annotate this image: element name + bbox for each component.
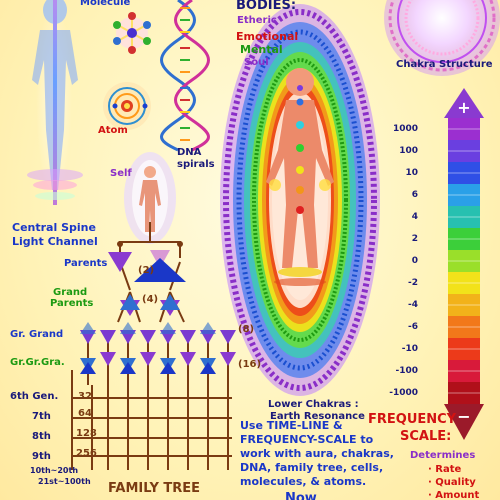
gen7-label: 7th	[32, 411, 51, 422]
instruction-line-4: DNA, family tree, cells,	[240, 461, 384, 474]
scale-tick: 6	[411, 190, 418, 200]
family-tree-nodes	[80, 241, 236, 374]
quality-label: · Quality	[428, 477, 476, 488]
gen8-label: 8th	[32, 431, 51, 442]
frequency-scale-bar: + −	[444, 88, 484, 440]
dna-helix	[160, 0, 210, 152]
instruction-line-5: molecules, & atoms.	[240, 475, 367, 488]
grand-parents-label: Parents	[50, 298, 94, 309]
determines-label: Determines	[410, 450, 476, 461]
scale-tick: 4	[411, 212, 418, 222]
scale-tick: 0	[411, 256, 418, 266]
frequency-label: FREQUENCY	[368, 412, 457, 427]
scale-tick: 2	[411, 234, 418, 244]
count-4-label: (4)	[142, 294, 159, 305]
count-16-label: (16)	[238, 359, 262, 370]
etheric-label: Etheric	[237, 15, 277, 26]
now-label: Now	[285, 491, 317, 500]
count-64-label: 64	[78, 408, 92, 419]
dna-spirals-label: spirals	[177, 159, 215, 170]
gen6-label: 6th Gen.	[10, 391, 59, 402]
atom-diagram	[103, 82, 151, 130]
light-channel-label: Light Channel	[12, 235, 98, 248]
count-256-label: 256	[76, 448, 97, 459]
gen9-label: 9th	[32, 451, 51, 462]
family-tree-title: FAMILY TREE	[108, 481, 201, 496]
atom-label: Atom	[98, 125, 128, 136]
mental-label: Mental	[240, 43, 283, 56]
chakra-structure-disc	[384, 0, 500, 76]
scale-tick: -1000	[389, 388, 418, 398]
scale-tick: -100	[395, 366, 418, 376]
molecule-label: Molecule	[80, 0, 131, 8]
self-label: Self	[110, 168, 132, 179]
gr-gr-gra-label: Gr.Gr.Gra.	[10, 357, 65, 368]
scale-tick: 100	[399, 146, 418, 156]
count-2-label: (2)	[138, 265, 155, 276]
soul-label: Soul	[244, 57, 269, 68]
molecule-diagram	[113, 12, 151, 54]
scale-tick: -6	[408, 322, 418, 332]
gen21-label: 21st~100th	[38, 477, 91, 486]
instruction-line-1: Use TIME-LINE &	[240, 419, 343, 432]
chakra-structure-label: Chakra Structure	[396, 59, 493, 70]
body-figure	[266, 68, 334, 286]
svg-text:−: −	[457, 407, 470, 426]
count-8-label: (8)	[238, 324, 255, 335]
gr-grand-label: Gr. Grand	[10, 329, 64, 340]
dna-label: DNA	[177, 147, 202, 158]
emotional-label: Emotional	[236, 30, 299, 43]
rate-label: · Rate	[428, 464, 462, 475]
count-128-label: 128	[76, 428, 97, 439]
instruction-line-3: work with aura, chakras,	[240, 447, 394, 460]
count-32-label: 32	[78, 391, 92, 402]
spine-figure	[27, 0, 83, 205]
scale-tick: 1000	[392, 124, 418, 134]
lower-chakras-label: Lower Chakras :	[268, 399, 359, 410]
amount-label: · Amount	[428, 490, 480, 500]
parents-label: Parents	[64, 258, 108, 269]
instruction-line-2: FREQUENCY-SCALE to	[240, 433, 374, 446]
self-figure	[124, 152, 176, 244]
gen10-label: 10th~20th	[30, 466, 79, 475]
scale-tick: 10	[405, 168, 418, 178]
scale-label: SCALE:	[400, 429, 452, 444]
earth-resonance-label: Earth Resonance	[270, 411, 365, 422]
bodies-label: BODIES:	[236, 0, 297, 13]
scale-tick: -4	[408, 300, 418, 310]
scale-tick: -10	[401, 344, 418, 354]
grand-label: Grand	[53, 287, 88, 298]
svg-text:+: +	[457, 98, 470, 117]
central-spine-label: Central Spine	[12, 221, 96, 234]
scale-tick: -2	[408, 278, 418, 288]
